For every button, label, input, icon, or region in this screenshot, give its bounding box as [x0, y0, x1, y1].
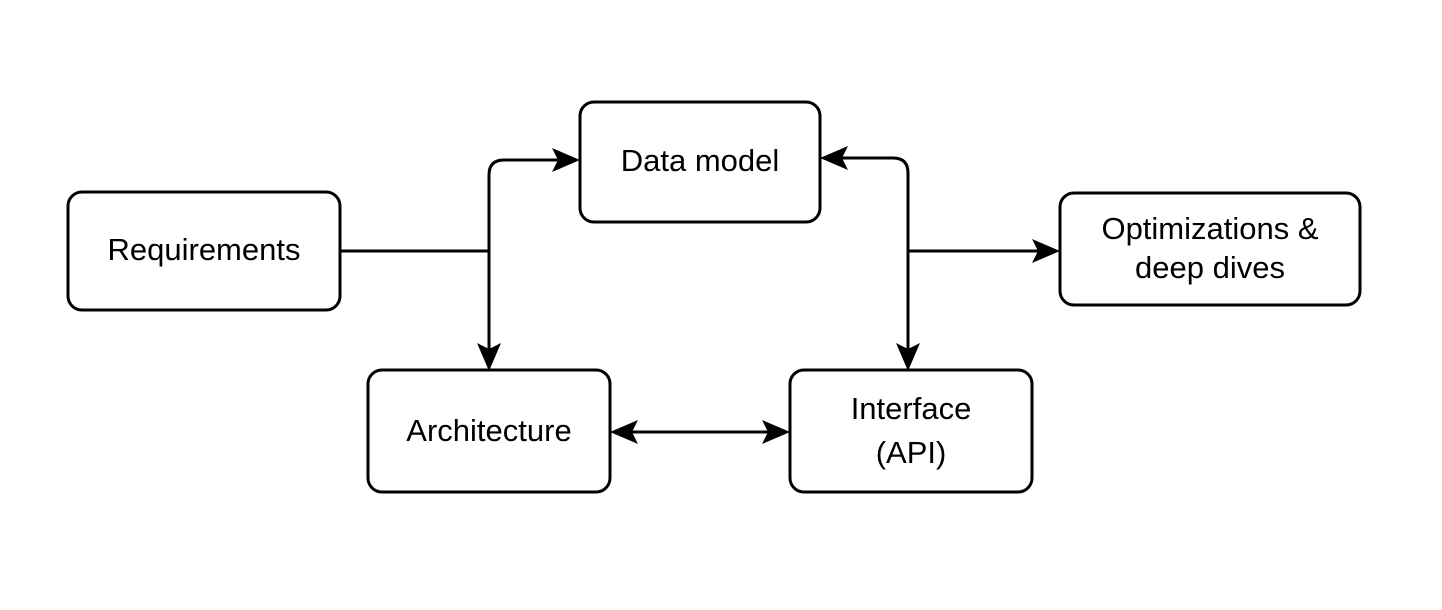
edge-requirements-to-data-model[interactable] [487, 148, 580, 251]
node-architecture[interactable]: Architecture [366, 368, 612, 494]
edge-line [834, 156, 910, 251]
edge-architecture-interface[interactable] [610, 420, 790, 444]
arrow-head-right-icon [762, 420, 790, 444]
edge-line [487, 158, 566, 251]
arrow-head-right-icon [1032, 239, 1060, 263]
edge-layer [340, 146, 1060, 444]
node-interface-api[interactable]: Interface (API) [788, 368, 1034, 494]
edge-requirements-to-architecture[interactable] [477, 251, 501, 371]
edge-junction-to-optimizations[interactable] [908, 239, 1060, 263]
node-optimizations-deep-dives[interactable]: Optimizations & deep dives [1058, 191, 1362, 307]
node-optimizations-label-line2: deep dives [1135, 250, 1285, 285]
node-requirements-shape [66, 190, 342, 312]
node-requirements[interactable]: Requirements [66, 190, 342, 312]
node-optimizations-label-line1: Optimizations & [1101, 211, 1318, 246]
arrow-head-left-icon [820, 146, 848, 170]
node-data-model-shape [578, 100, 822, 224]
node-interface-api-label-line1: Interface [851, 391, 972, 426]
arrow-head-right-icon [552, 148, 580, 172]
arrow-head-left-icon [610, 420, 638, 444]
arrow-head-down-icon [477, 343, 501, 371]
node-architecture-label: Architecture [406, 413, 571, 448]
arrow-head-down-icon [896, 343, 920, 371]
node-data-model[interactable]: Data model [578, 100, 822, 224]
node-optimizations-shape [1058, 191, 1362, 307]
node-requirements-label: Requirements [108, 232, 301, 267]
node-layer: Requirements Data model Optimizations & … [66, 100, 1362, 494]
edge-junction-to-interface[interactable] [896, 251, 920, 371]
node-interface-api-shape [788, 368, 1034, 494]
node-architecture-shape [366, 368, 612, 494]
node-interface-api-label-line2: (API) [876, 435, 947, 470]
edge-interface-to-data-model[interactable] [820, 146, 910, 251]
node-data-model-label: Data model [621, 143, 780, 178]
